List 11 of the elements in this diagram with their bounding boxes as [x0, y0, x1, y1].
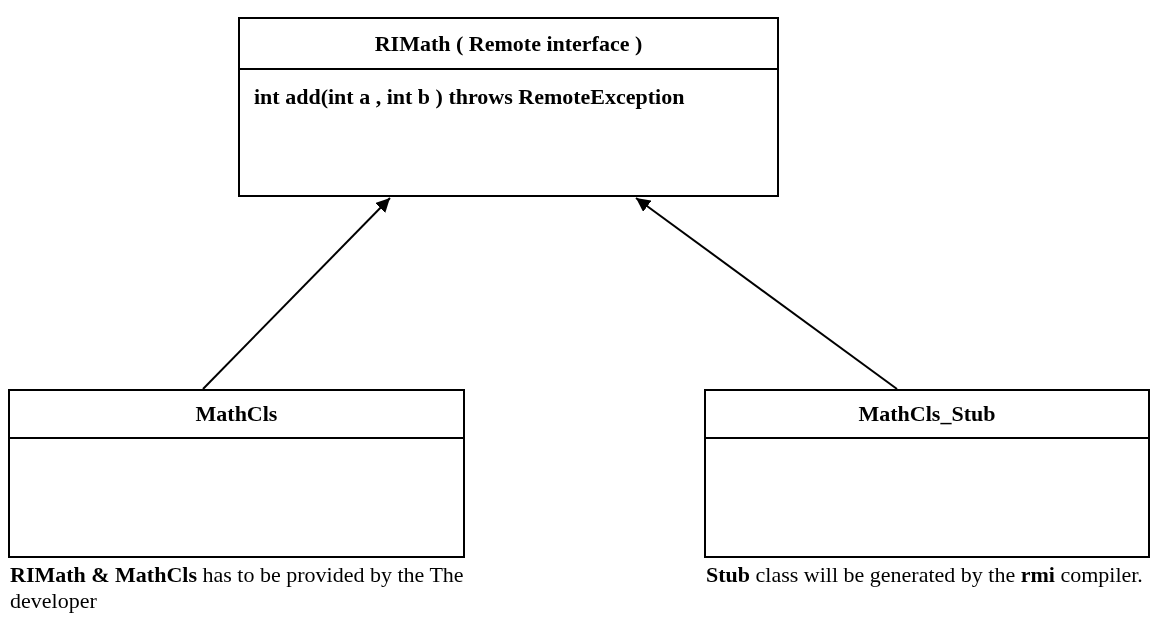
class-box: [238, 17, 779, 197]
method-signature: int add(int a , int b ) throws RemoteException: [254, 84, 685, 109]
class-name: MathCls: [195, 400, 278, 428]
class-name: RIMath ( Remote interface ): [374, 30, 643, 58]
class-box: [8, 389, 465, 558]
class-box: [704, 389, 1150, 558]
note-text: RIMath & MathCls has to be provided by the The developer: [10, 562, 465, 614]
note-text: Stub class will be generated by the rmi compiler.: [706, 562, 1144, 588]
arrow: [202, 197, 391, 390]
arrow: [635, 197, 898, 390]
class-name: MathCls_Stub: [858, 400, 996, 428]
